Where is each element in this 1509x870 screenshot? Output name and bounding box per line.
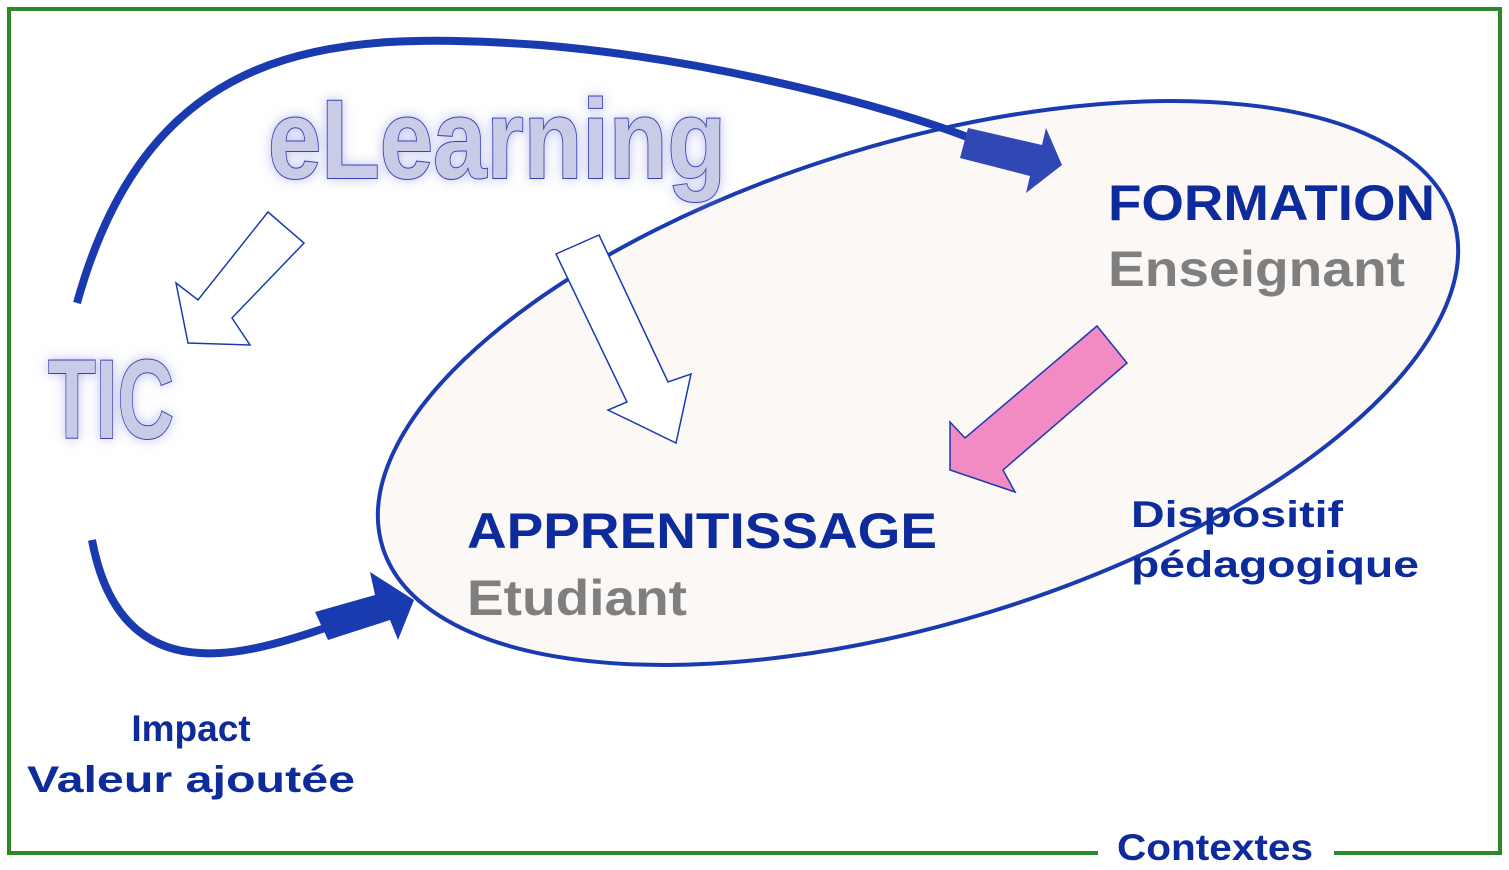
contextes-label: Contextes xyxy=(1117,827,1313,868)
loop-top-path xyxy=(73,36,977,305)
tic-title: TIC xyxy=(48,337,174,462)
elearning-title: eLearning xyxy=(268,77,726,202)
enseignant-label: Enseignant xyxy=(1108,241,1405,297)
dispositif-ellipse xyxy=(375,99,1461,667)
apprentissage-label: APPRENTISSAGE xyxy=(467,503,937,559)
formation-label: FORMATION xyxy=(1108,175,1435,231)
loop-bottom-path xyxy=(88,539,327,658)
arrow-to-apprentissage xyxy=(315,572,414,640)
arrow-to-formation xyxy=(960,128,1062,193)
dispositif-label-line1: Dispositif xyxy=(1131,494,1344,535)
valeur-label: Valeur ajoutée xyxy=(27,759,355,800)
impact-label: Impact xyxy=(131,708,250,749)
arrow-formation-to-apprentissage xyxy=(949,324,1129,494)
contextes-gap xyxy=(1098,840,1334,866)
context-frame xyxy=(7,7,1502,855)
dispositif-label-line2: pédagogique xyxy=(1131,544,1419,585)
arrow-elearning-to-tic xyxy=(174,210,306,346)
etudiant-label: Etudiant xyxy=(467,570,687,626)
arrow-elearning-to-apprentissage xyxy=(554,234,693,445)
